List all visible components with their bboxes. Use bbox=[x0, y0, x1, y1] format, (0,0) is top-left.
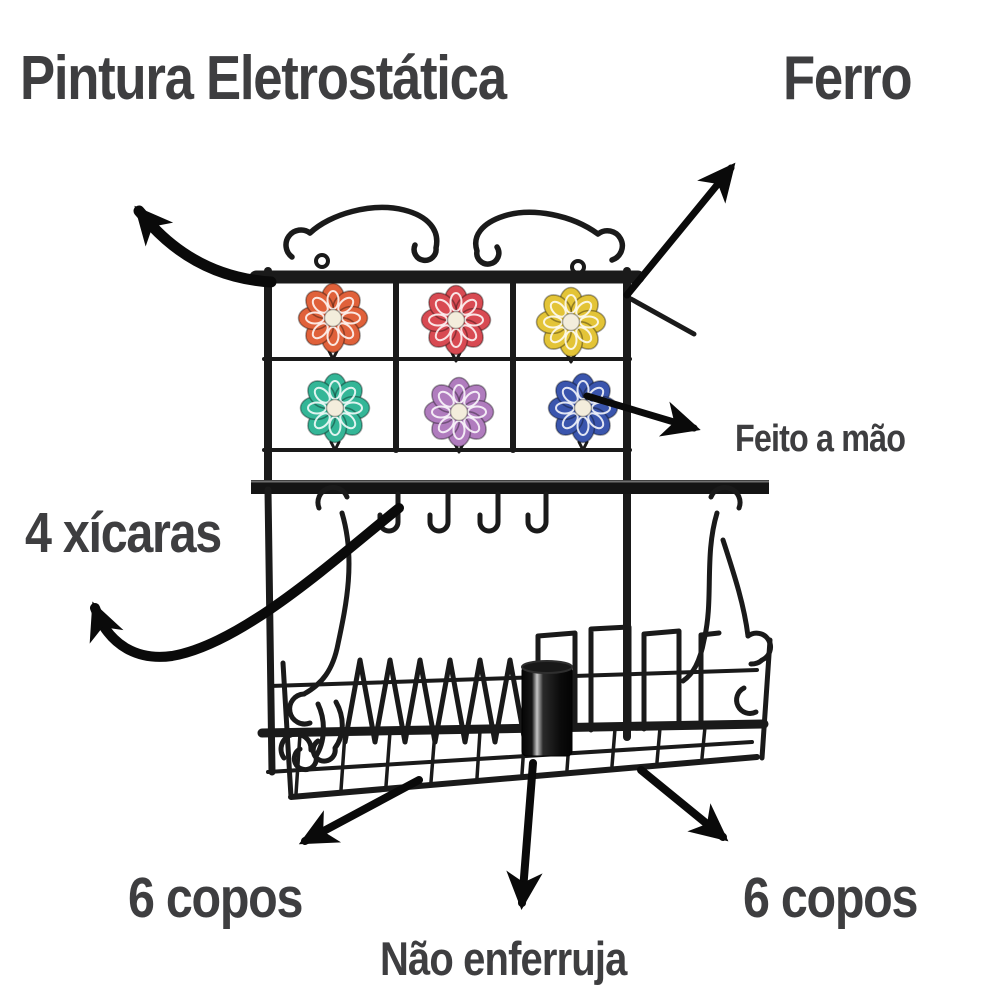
flower-grid bbox=[297, 282, 619, 448]
flower-blue bbox=[547, 372, 619, 444]
arrow-6-copos-right bbox=[637, 766, 729, 842]
arrow-6-copos-left bbox=[298, 776, 423, 845]
flower-orange bbox=[297, 282, 369, 354]
label-4-xicaras: 4 xícaras bbox=[25, 501, 222, 565]
top-scrollwork bbox=[283, 204, 626, 275]
cup-hook bbox=[477, 491, 501, 534]
cup-hook bbox=[525, 491, 549, 534]
arrow-ferro bbox=[623, 162, 736, 299]
annotation-arrows bbox=[89, 162, 736, 910]
arrow-nao-enferruja bbox=[506, 759, 543, 910]
flower-red bbox=[420, 284, 492, 356]
side-support-rod bbox=[628, 296, 697, 337]
flower-yellow bbox=[535, 286, 607, 358]
cutlery-holder bbox=[521, 660, 573, 757]
shelf bbox=[251, 480, 769, 494]
basket-wires bbox=[294, 725, 707, 796]
label-6-copos-left: 6 copos bbox=[128, 866, 303, 930]
arrow-pintura-eletrostatica bbox=[133, 205, 277, 288]
label-ferro: Ferro bbox=[783, 44, 913, 113]
arrow-4-xicaras bbox=[89, 503, 404, 662]
arrow-feito-a-mao bbox=[583, 392, 701, 437]
cup-hook bbox=[427, 491, 451, 534]
label-pintura-eletrostatica: Pintura Eletrostática bbox=[20, 44, 507, 113]
right-scroll-bracket bbox=[680, 484, 773, 716]
flower-purple bbox=[423, 376, 495, 448]
cup-hooks bbox=[377, 491, 549, 534]
plate-rack-zigzag bbox=[342, 657, 528, 745]
basket bbox=[257, 486, 773, 800]
label-6-copos-right: 6 copos bbox=[743, 866, 918, 930]
flower-teal bbox=[299, 372, 371, 444]
label-nao-enferruja: Não enferruja bbox=[380, 932, 627, 985]
left-scroll-bracket bbox=[287, 484, 352, 764]
label-feito-a-mao: Feito a mão bbox=[735, 418, 906, 460]
basket-left-curls bbox=[278, 701, 326, 773]
